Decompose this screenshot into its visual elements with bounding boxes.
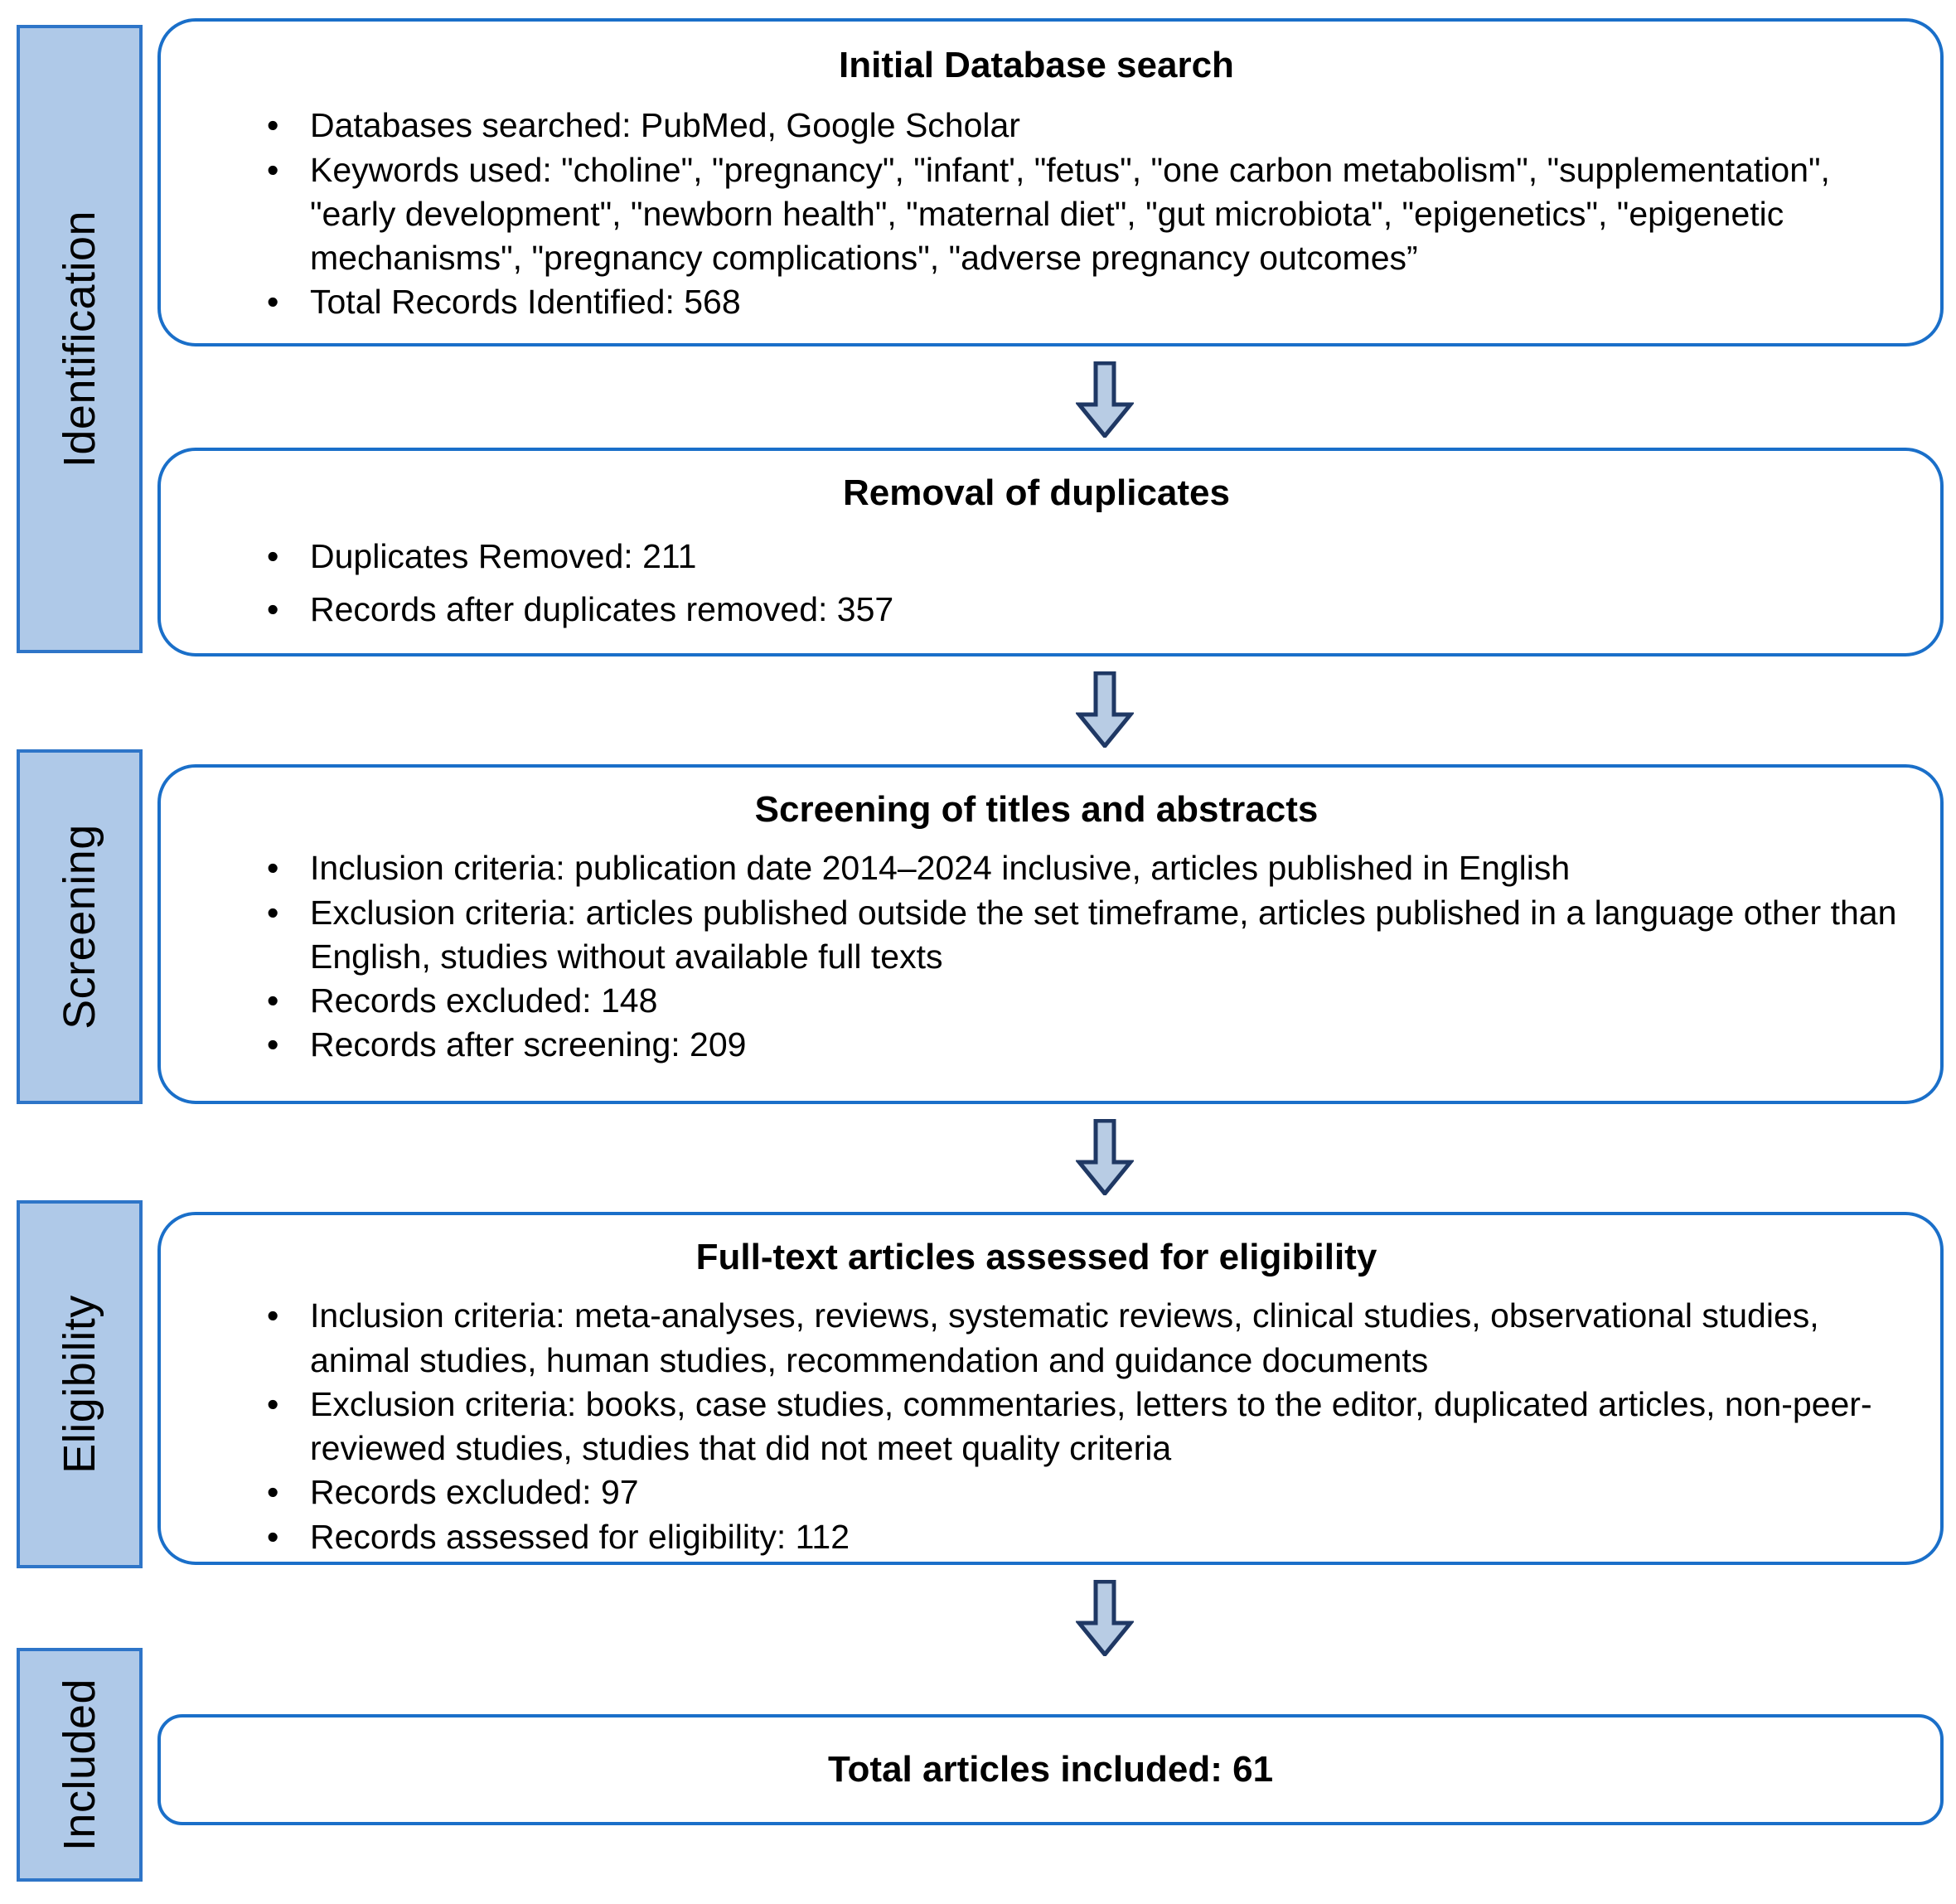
phase-included: Included <box>17 1648 143 1882</box>
node-2-title: Removal of duplicates <box>842 472 1230 513</box>
arrow-duplicates-to-screening <box>1076 671 1134 748</box>
list-item: Records excluded: 97 <box>161 1470 1912 1515</box>
list-item: Records excluded: 148 <box>161 979 1912 1024</box>
list-item: Total Records Identified: 568 <box>161 280 1912 325</box>
list-item: Records assessed for eligibility: 112 <box>161 1515 1912 1560</box>
node-2-bullet-list: Duplicates Removed: 211 Records after du… <box>161 535 1912 632</box>
node-3-bullet-list: Inclusion criteria: publication date 201… <box>161 846 1912 1068</box>
node-fulltext-assessed-eligibility: Full-text articles assessed for eligibil… <box>157 1212 1944 1565</box>
arrow-eligibility-to-included <box>1076 1580 1134 1656</box>
node-screening-titles-abstracts: Screening of titles and abstracts Inclus… <box>157 764 1944 1104</box>
phase-identification: Identification <box>17 25 143 653</box>
node-3-title: Screening of titles and abstracts <box>754 789 1319 830</box>
list-item: Exclusion criteria: books, case studies,… <box>161 1383 1912 1471</box>
phase-screening: Screening <box>17 749 143 1104</box>
node-4-title: Full-text articles assessed for eligibil… <box>695 1237 1377 1277</box>
list-item: Exclusion criteria: articles published o… <box>161 891 1912 980</box>
node-total-articles-included: Total articles included: 61 <box>157 1714 1944 1825</box>
list-item: Duplicates Removed: 211 <box>161 535 1912 579</box>
phase-eligibility: Eligibility <box>17 1200 143 1568</box>
down-arrow-icon <box>1076 671 1134 748</box>
node-1-title: Initial Database search <box>839 45 1234 85</box>
phase-included-label: Included <box>55 1678 105 1852</box>
list-item: Keywords used: "choline", "pregnancy", "… <box>161 148 1912 281</box>
phase-screening-label: Screening <box>55 824 105 1030</box>
node-removal-of-duplicates: Removal of duplicates Duplicates Removed… <box>157 448 1944 656</box>
list-item: Databases searched: PubMed, Google Schol… <box>161 104 1912 148</box>
node-initial-database-search: Initial Database search Databases search… <box>157 18 1944 346</box>
phase-identification-label: Identification <box>55 210 105 468</box>
down-arrow-icon <box>1076 361 1134 438</box>
down-arrow-icon <box>1076 1580 1134 1656</box>
list-item: Inclusion criteria: publication date 201… <box>161 846 1912 891</box>
down-arrow-icon <box>1076 1119 1134 1195</box>
arrow-screening-to-eligibility <box>1076 1119 1134 1195</box>
list-item: Inclusion criteria: meta-analyses, revie… <box>161 1294 1912 1383</box>
phase-eligibility-label: Eligibility <box>55 1295 105 1474</box>
arrow-identification-to-duplicates <box>1076 361 1134 438</box>
node-5-title: Total articles included: 61 <box>827 1749 1274 1790</box>
list-item: Records after screening: 209 <box>161 1023 1912 1068</box>
node-4-bullet-list: Inclusion criteria: meta-analyses, revie… <box>161 1294 1912 1559</box>
node-1-bullet-list: Databases searched: PubMed, Google Schol… <box>161 104 1912 325</box>
list-item: Records after duplicates removed: 357 <box>161 588 1912 632</box>
